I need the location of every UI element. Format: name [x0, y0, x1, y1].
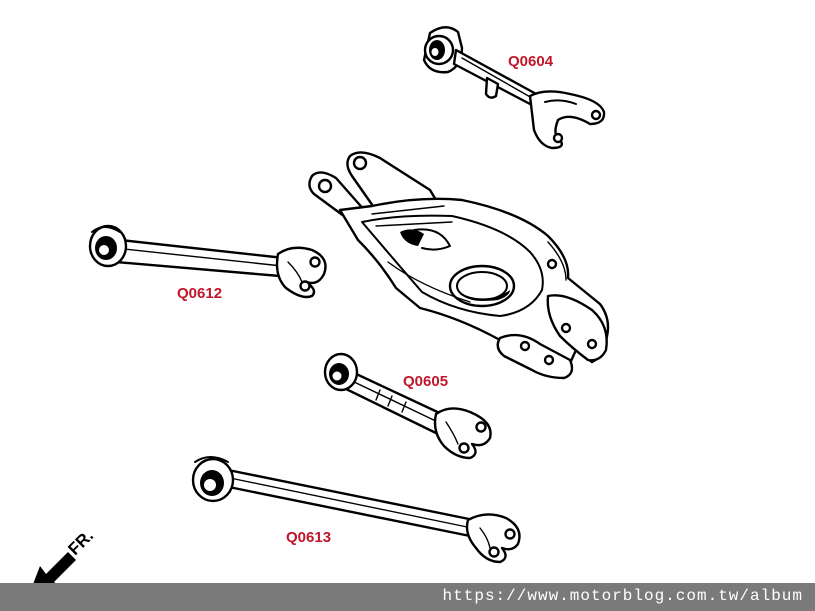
part-label-q0613: Q0613	[286, 529, 331, 546]
part-label-q0612: Q0612	[177, 285, 222, 302]
part-label-q0605: Q0605	[403, 373, 448, 390]
lateral-link-q0613	[191, 456, 521, 564]
adjustable-link-q0605	[323, 352, 492, 460]
toe-link-q0612	[88, 224, 327, 299]
lower-control-arm	[308, 151, 610, 380]
upper-control-arm-q0604	[422, 26, 606, 150]
front-direction-arrow-icon	[30, 552, 76, 592]
watermark-bar	[0, 583, 815, 611]
watermark-url: https://www.motorblog.com.tw/album	[442, 587, 803, 605]
part-label-q0604: Q0604	[508, 53, 554, 70]
